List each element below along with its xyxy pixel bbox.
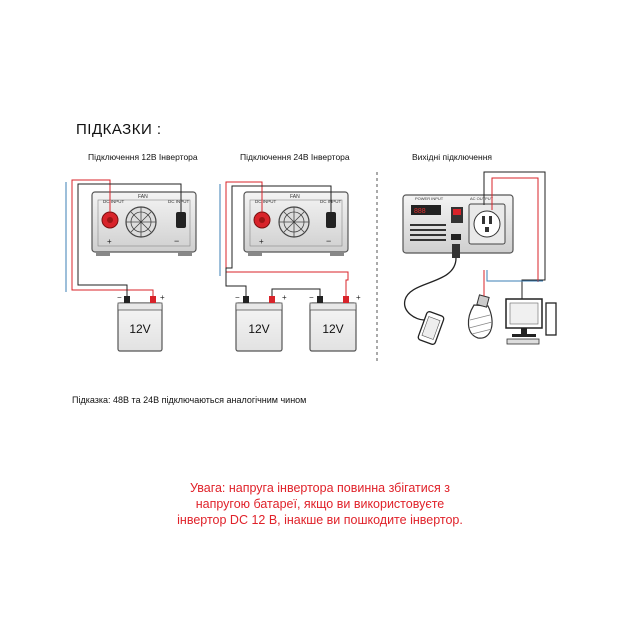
plus-sign: + [107,237,112,246]
svg-text:+: + [259,237,264,246]
caption-12v-connection: Підключення 12В Інвертора [88,152,198,162]
warning-line-2: напругою батареї, якщо ви використовуєте [195,497,445,511]
phone-icon [417,311,445,345]
dc-input-label: DC INPUT [103,199,125,204]
battery-positive-post [150,296,156,303]
svg-text:+: + [160,293,165,302]
page-heading: ПІДКАЗКИ : [76,121,162,138]
svg-text:888: 888 [414,208,426,215]
battery-label: 12V [129,322,150,336]
inverter-24v: DC INPUT FAN DC INPUT + − [243,191,349,256]
battery-negative-post [124,296,130,303]
voltage-display [411,205,441,215]
wires-24v [219,181,349,296]
negative-terminal-icon [176,212,186,228]
caption-output-connection: Вихідні підключення [412,152,493,162]
battery-12v-single: − + 12V [117,293,165,352]
usb-cable [403,244,460,321]
svg-text:12V: 12V [248,322,269,336]
wires-output [483,171,546,299]
svg-text:−: − [309,293,314,302]
warning-line-3: інвертор DC 12 В, інакше ви пошкодите ін… [177,513,463,527]
fan-label: FAN [138,194,148,200]
warning-text: Увага: напруга інвертора повинна збігати… [130,480,510,528]
warning-line-1: Увага: напруга інвертора повинна збігати… [190,481,450,495]
hint-note: Підказка: 48В та 24В підключаються анало… [72,395,307,405]
computer-icon [505,298,557,345]
svg-text:12V: 12V [322,322,343,336]
dc-input-label-2: DC INPUT [168,199,190,204]
negative-terminal-icon [326,212,336,228]
minus-sign: − [174,236,179,246]
svg-text:−: − [235,293,240,302]
svg-text:POWER INPUT: POWER INPUT [415,196,444,201]
caption-24v-connection: Підключення 24В Інвертора [240,152,350,162]
svg-text:FAN: FAN [290,194,300,200]
svg-text:AC OUTPUT: AC OUTPUT [470,196,494,201]
usb-port-icon [451,234,461,240]
battery-12v-left: − + 12V [235,293,287,352]
svg-text:DC INPUT: DC INPUT [255,199,277,204]
svg-text:−: − [326,236,331,246]
svg-text:+: + [282,293,287,302]
svg-text:−: − [117,293,122,302]
inverter-output-panel: POWER INPUT AC OUTPUT 888 [402,194,514,254]
light-bulb-icon [467,294,493,339]
wires-12v [65,179,182,296]
svg-text:+: + [356,293,361,302]
inverter-12v: DC INPUT FAN DC INPUT + − [91,191,197,256]
battery-12v-right: − + 12V [309,293,361,352]
